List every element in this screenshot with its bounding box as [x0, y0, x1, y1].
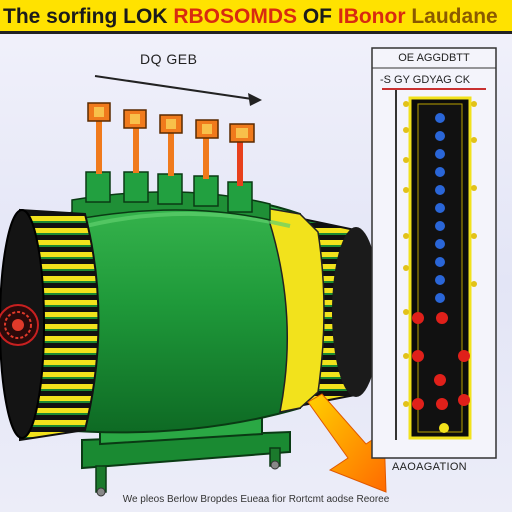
motor-body	[59, 194, 325, 434]
diagram-title: The sorfing LOK RBOSOMDS OF IBonor Lauda…	[0, 0, 512, 34]
top-caption: DQ GEB	[140, 51, 198, 67]
terminal-2	[123, 109, 149, 203]
indicator-panel	[371, 47, 497, 459]
terminal-1	[85, 102, 111, 203]
terminal-3	[157, 114, 183, 205]
panel-bottom-label: AAOAGATION	[392, 461, 467, 473]
panel-label: OE AGGDBTT	[398, 52, 470, 64]
panel-sublabel: -S GY GDYAG CK	[380, 74, 471, 86]
title-part-3: OF	[297, 5, 338, 28]
left-winding-end	[0, 208, 100, 442]
terminal-4	[193, 119, 219, 207]
bottom-caption: We pleos Berlow Bropdes Eueaa fior Rortc…	[122, 494, 390, 505]
title-part-2: RBOSOMDS	[173, 5, 298, 28]
side-markers	[403, 101, 477, 407]
title-part-5: Laudane	[405, 5, 498, 28]
title-part-1: The sorfing LOK	[3, 5, 174, 28]
terminal-5	[227, 123, 255, 213]
blue-led-column	[435, 113, 445, 303]
title-part-4: IBonor	[337, 5, 406, 28]
direction-arrow	[94, 75, 262, 106]
output-arrow	[307, 393, 387, 493]
red-led-grid	[412, 312, 470, 433]
terminal-block	[71, 102, 271, 221]
